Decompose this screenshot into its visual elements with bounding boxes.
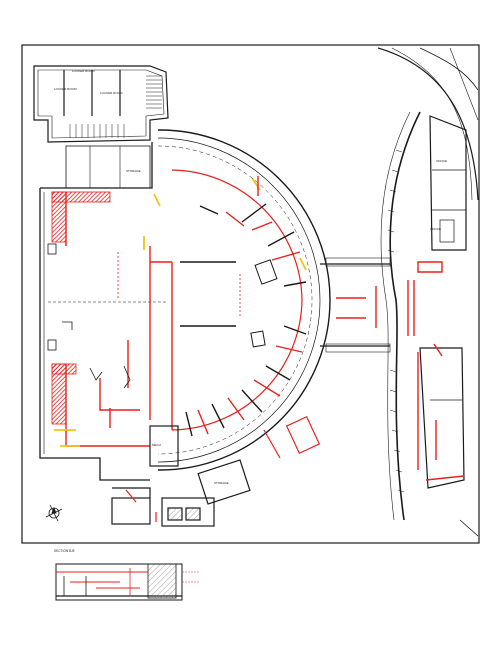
stair-block (33, 65, 169, 143)
room-label-small: MECH (152, 443, 161, 447)
section-title: SECTION B-B' (54, 549, 75, 553)
room-label-1: LOCKER ROOM (54, 87, 77, 91)
room-label-2: LOCKER ROOM (72, 69, 95, 73)
hall-demolition-lines (65, 192, 173, 447)
lower-ancillary-rooms (111, 425, 251, 527)
north-arrow-icon (45, 504, 63, 522)
room-label-top: STORAGE (126, 169, 141, 173)
corridor-red-lines (336, 280, 415, 336)
room-label-right-1: OFFICE (436, 159, 447, 163)
demo-zone-lower-2 (51, 363, 77, 375)
auditorium (117, 129, 331, 471)
right-building (377, 47, 479, 537)
sheet-border (21, 44, 480, 544)
room-label-3: LOCKER ROOM (100, 91, 123, 95)
connector-corridor (320, 257, 391, 353)
room-label-right-2: OFFICE (430, 227, 441, 231)
right-grid-ticks (387, 149, 405, 493)
lower-red-details (125, 415, 321, 522)
demo-zone-top (51, 191, 111, 203)
right-red-lines (417, 261, 465, 481)
accent-marks (54, 177, 307, 447)
interior-details (47, 243, 131, 389)
room-label-bottom: STORAGE (214, 481, 229, 485)
main-hall-walls (39, 142, 168, 481)
section-drawing (55, 563, 200, 601)
